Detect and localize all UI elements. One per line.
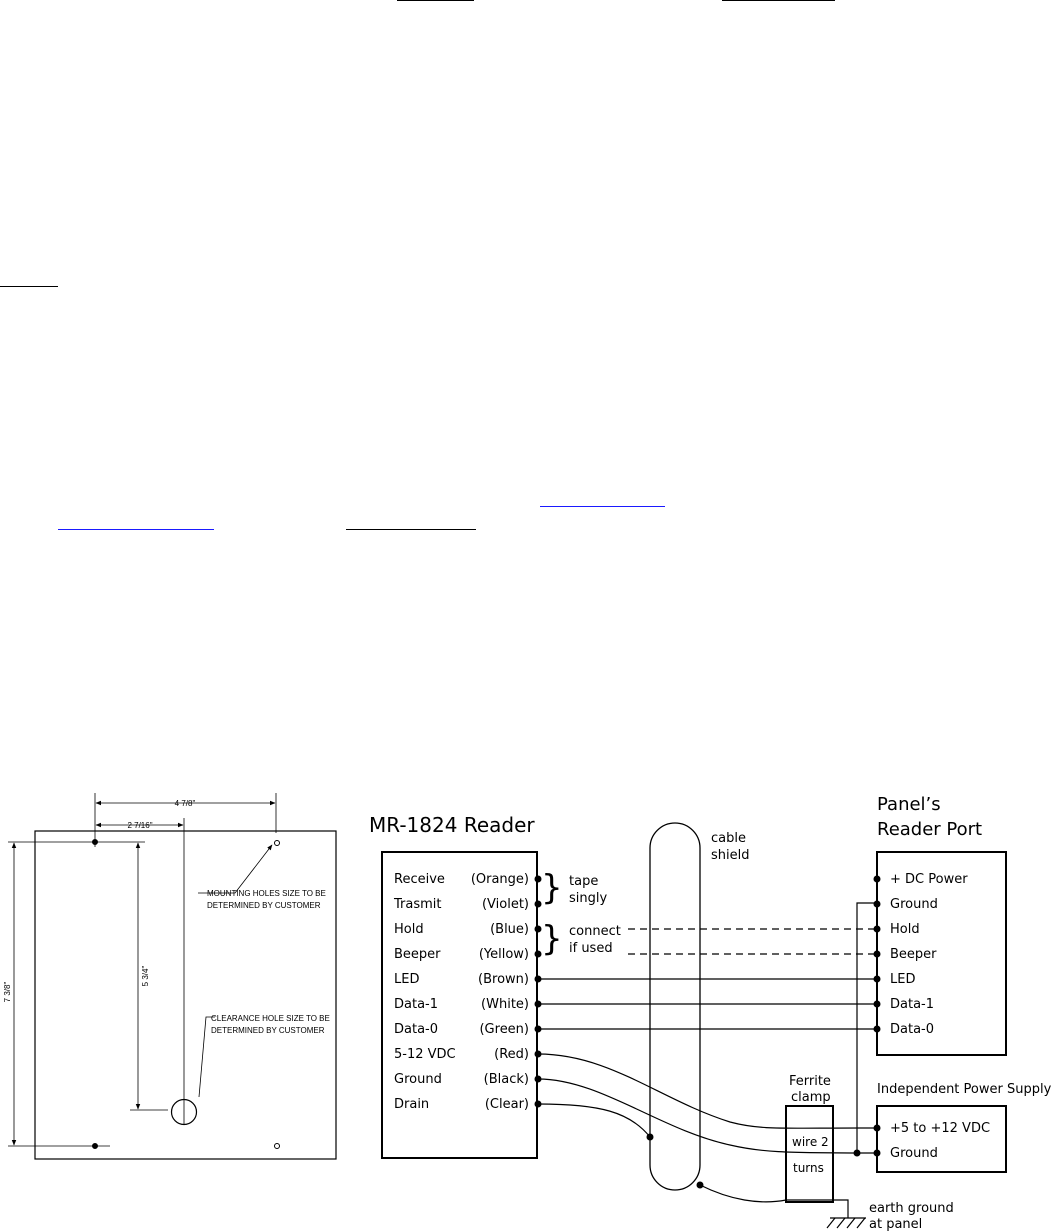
link-underline-1[interactable]	[540, 506, 665, 507]
reader-pin-color: (Black)	[484, 1072, 529, 1087]
underline-1	[397, 0, 474, 1]
ferrite-line1: Ferrite	[789, 1074, 831, 1089]
panel-terminal	[873, 925, 881, 933]
shield-drain-wire	[699, 1184, 849, 1218]
panel-terminal	[873, 950, 881, 958]
reader-pin-name: 5-12 VDC	[394, 1047, 456, 1062]
black-wire	[537, 1078, 878, 1154]
dim-width-inner: 2 7/16"	[127, 821, 152, 830]
brace-tape: }	[541, 868, 563, 908]
dim-width-outer: 4 7/8"	[175, 799, 196, 808]
reader-pin-name: Data-0	[394, 1022, 438, 1037]
note-mounting-line1: MOUNTING HOLES SIZE TO BE	[207, 889, 326, 898]
panel-pin-name: Beeper	[890, 947, 937, 962]
note-clearance-line2: DETERMINED BY CUSTOMER	[211, 1026, 325, 1035]
reader-terminal	[534, 950, 542, 958]
turns-label: turns	[793, 1161, 824, 1175]
reader-pin-color: (Blue)	[490, 922, 529, 937]
panel-title-line1: Panel’s	[877, 794, 941, 815]
clearance-hole	[170, 1098, 198, 1126]
panel-terminal	[873, 900, 881, 908]
power-supply-pin-name: +5 to +12 VDC	[890, 1121, 990, 1136]
reader-terminal	[534, 925, 542, 933]
wire-label: wire 2	[792, 1135, 829, 1149]
reader-pin-name: Receive	[394, 872, 445, 887]
mounting-hole-top-right	[274, 840, 280, 846]
reader-pin-name: Hold	[394, 922, 424, 937]
power-supply-pin-list: +5 to +12 VDC Ground	[873, 1121, 990, 1161]
underline-3	[0, 286, 58, 287]
earth-line2: at panel	[869, 1217, 922, 1232]
reader-pin-name: Beeper	[394, 947, 441, 962]
tape-line2: singly	[569, 891, 607, 906]
note-clearance-line1: CLEARANCE HOLE SIZE TO BE	[211, 1014, 330, 1023]
reader-pin-color: (Red)	[494, 1047, 529, 1062]
cable-line1: cable	[711, 831, 746, 846]
underline-4	[346, 529, 476, 530]
ferrite-line2: clamp	[791, 1090, 831, 1105]
connect-line1: connect	[569, 924, 621, 939]
dim-height-outer: 7 3/8"	[3, 982, 12, 1003]
reader-pin-name: Data-1	[394, 997, 438, 1012]
panel-pin-name: Hold	[890, 922, 920, 937]
reader-pin-color: (Yellow)	[479, 947, 529, 962]
panel-terminal	[873, 875, 881, 883]
cable-line2: shield	[711, 848, 750, 863]
note-mounting-line2: DETERMINED BY CUSTOMER	[207, 901, 321, 910]
reader-pin-color: (Clear)	[485, 1097, 529, 1112]
cable-shield	[649, 822, 701, 1191]
power-supply-title: Independent Power Supply	[877, 1082, 1052, 1097]
reader-pin-name: Trasmit	[393, 897, 442, 912]
connect-line2: if used	[569, 941, 613, 956]
ferrite-clamp-box	[785, 1105, 834, 1203]
red-wire	[537, 1053, 877, 1129]
reader-terminal	[534, 900, 542, 908]
reader-pin-color: (Orange)	[471, 872, 529, 887]
reader-pin-name: Ground	[394, 1072, 442, 1087]
wiring	[537, 902, 878, 1229]
panel-pin-name: LED	[890, 972, 915, 987]
reader-terminal	[534, 875, 542, 883]
dim-height-inner: 5 3/4"	[141, 966, 150, 987]
reader-pin-name: Drain	[394, 1097, 429, 1112]
panel-pin-name: + DC Power	[890, 872, 968, 887]
panel-pin-name: Data-0	[890, 1022, 934, 1037]
tape-line1: tape	[569, 874, 598, 889]
mounting-hole-top-left	[92, 839, 98, 845]
plate-outline	[34, 830, 337, 1160]
mounting-drawing	[8, 793, 337, 1160]
mounting-hole-bottom-left	[92, 1143, 98, 1149]
power-supply-pin-name: Ground	[890, 1146, 938, 1161]
reader-title: MR-1824 Reader	[369, 813, 535, 837]
power-supply-box	[876, 1105, 1007, 1173]
brace-connect: }	[541, 919, 563, 959]
underline-2	[722, 0, 835, 1]
panel-pin-name: Ground	[890, 897, 938, 912]
reader-pin-color: (Brown)	[478, 972, 529, 987]
panel-pin-name: Data-1	[890, 997, 934, 1012]
reader-pin-list: Receive (Orange) Trasmit (Violet) Hold (Blue)…	[393, 872, 542, 1112]
panel-title-line2: Reader Port	[877, 819, 982, 840]
reader-pin-color: (Violet)	[482, 897, 529, 912]
drain-wire	[537, 1103, 651, 1138]
reader-pin-color: (Green)	[479, 1022, 529, 1037]
junction-dots	[646, 1133, 861, 1189]
reader-pin-color: (White)	[481, 997, 529, 1012]
mounting-hole-bottom-right	[274, 1143, 280, 1149]
reader-pin-name: LED	[394, 972, 419, 987]
earth-line1: earth ground	[869, 1201, 954, 1216]
panel-ground-wire	[856, 902, 877, 1153]
link-underline-2[interactable]	[58, 529, 214, 530]
